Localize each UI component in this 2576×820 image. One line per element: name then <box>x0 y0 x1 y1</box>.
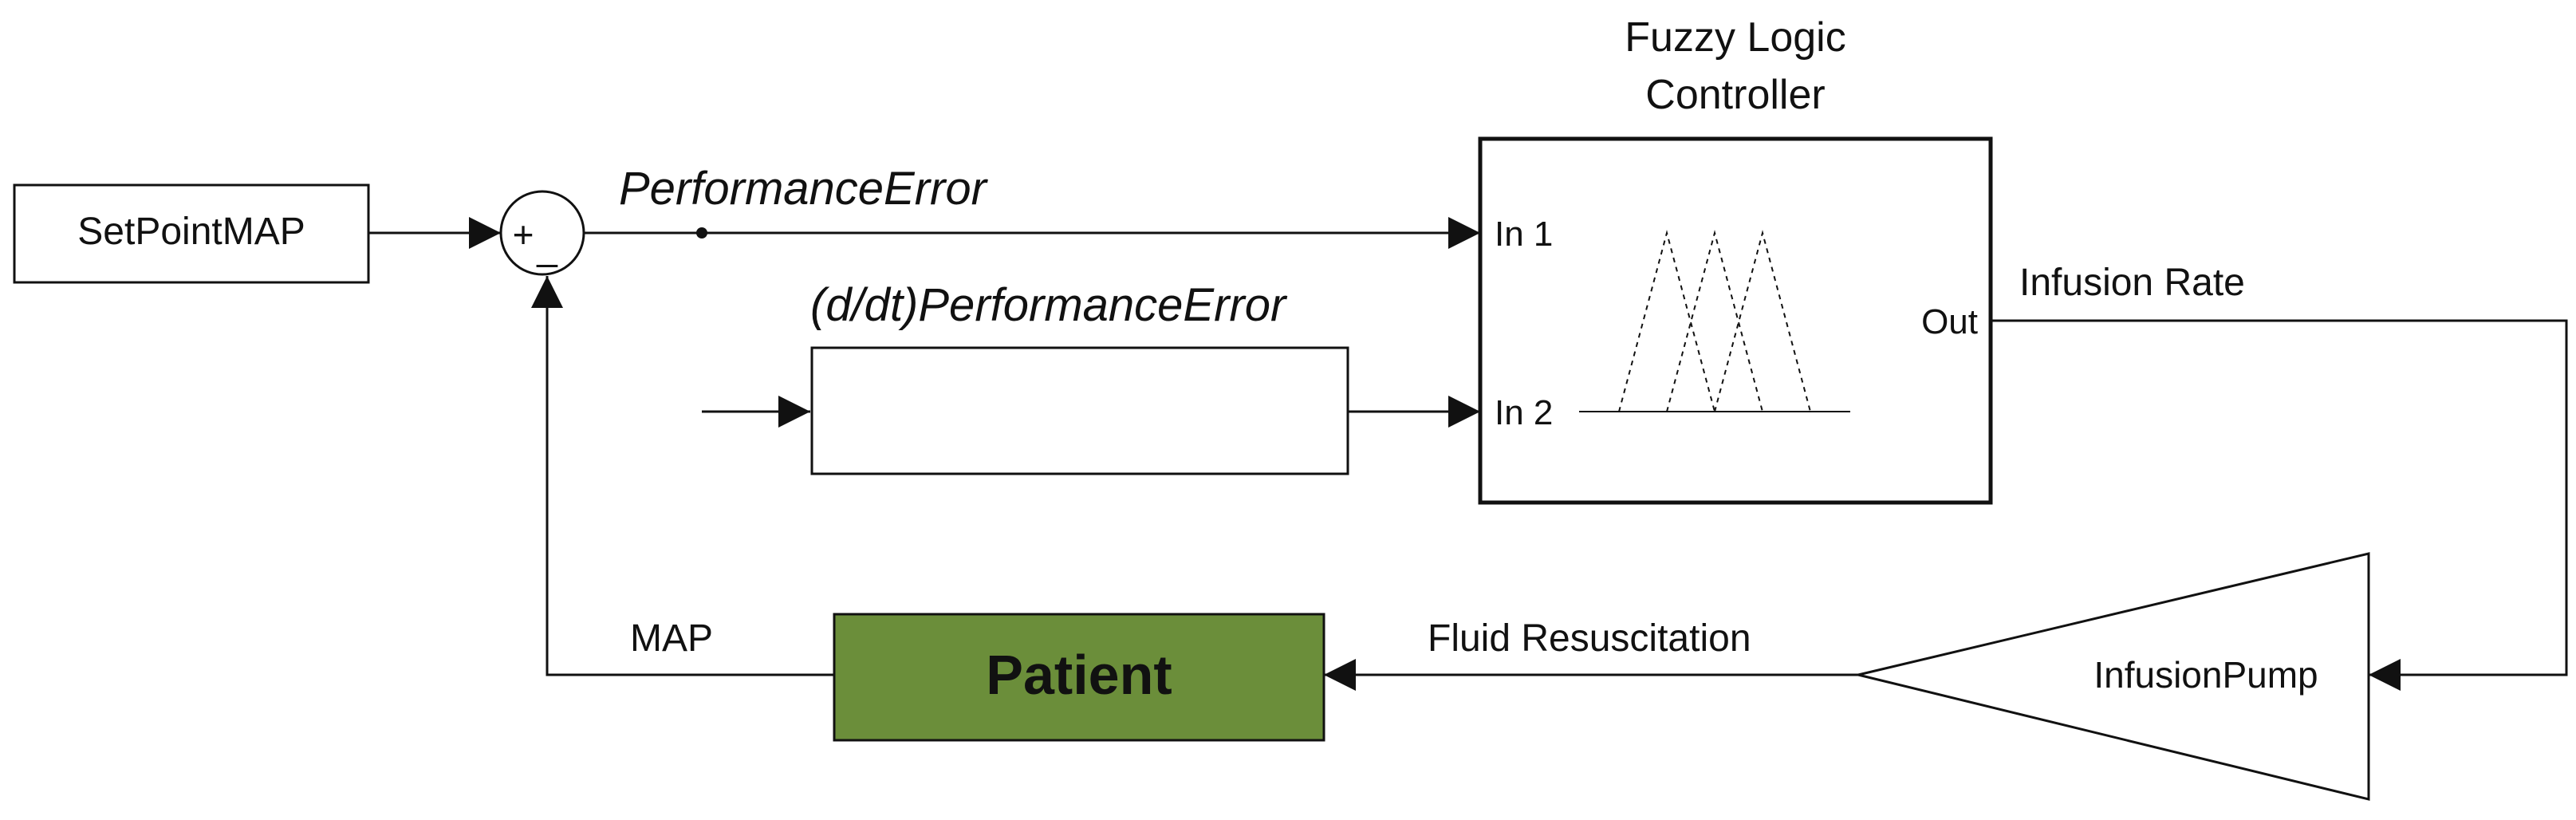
setpoint-label: SetPointMAP <box>77 211 305 253</box>
fuzzy-logic-controller-block <box>1478 136 1993 505</box>
map-feedback-path <box>531 276 834 676</box>
flc-title-line2: Controller <box>1645 72 1825 118</box>
infusion-rate-label: Infusion Rate <box>2019 262 2245 304</box>
patient-label: Patient <box>986 644 1172 706</box>
flc-in1-port-label: In 1 <box>1495 215 1553 254</box>
map-label: MAP <box>630 617 713 660</box>
membership-functions-icon <box>1579 230 1850 412</box>
sum-minus-sign: _ <box>536 227 558 268</box>
pump-label: InfusionPump <box>2093 654 2318 696</box>
performance-error-label: PerformanceError <box>619 163 989 215</box>
infusion-rate-path <box>1991 319 2568 691</box>
patient-block <box>833 613 1325 742</box>
derivative-error-label: (d/dt)PerformanceError <box>810 279 1288 331</box>
derivative-block <box>810 346 1349 475</box>
sum-plus-sign: + <box>513 214 534 255</box>
flc-in2-port-label: In 2 <box>1495 393 1553 432</box>
flc-out-port-label: Out <box>1921 302 1978 341</box>
setpoint-block <box>13 183 370 284</box>
branch-point <box>696 227 707 239</box>
flc-title-line1: Fuzzy Logic <box>1625 14 1845 61</box>
fluid-resuscitation-label: Fluid Resuscitation <box>1428 617 1751 660</box>
infusion-pump-block <box>1857 552 2370 801</box>
